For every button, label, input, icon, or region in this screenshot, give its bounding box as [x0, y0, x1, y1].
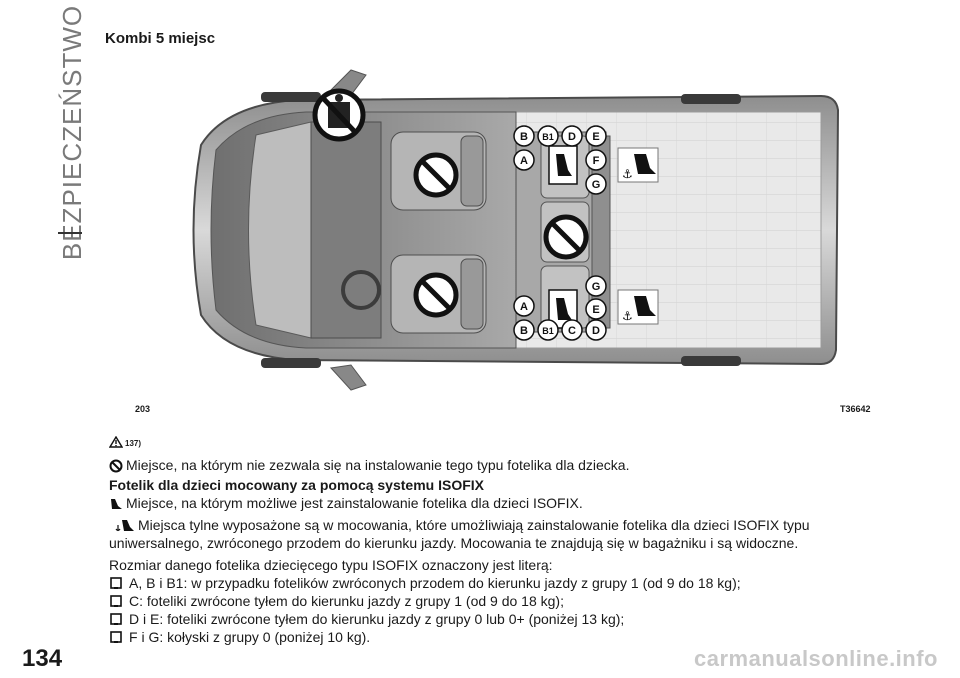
seat-label-badge: A: [513, 149, 535, 171]
isofix-anchor-icon: [115, 520, 134, 532]
isofix-allowed-text: Miejsce, na którym możliwe jest zainstal…: [126, 495, 583, 511]
note-reference: 137): [109, 436, 141, 448]
watermark: carmanualsonline.info: [694, 646, 938, 671]
svg-text:D: D: [568, 131, 576, 143]
list-item: C: foteliki zwrócone tyłem do kierunku j…: [109, 592, 899, 610]
seat-label-badge: B1: [537, 125, 559, 147]
body-text: Miejsce, na którym nie zezwala się na in…: [109, 456, 899, 646]
child-seat-icon: [110, 595, 122, 607]
seat-label-badge: F: [585, 149, 607, 171]
svg-text:C: C: [568, 325, 576, 337]
isofix-seat-icon: [548, 145, 578, 185]
svg-text:B1: B1: [542, 326, 554, 336]
svg-text:A: A: [520, 301, 528, 313]
seat-label-badge: E: [585, 298, 607, 320]
note-reference-label: 137): [125, 439, 142, 448]
child-seat-icon: [110, 631, 122, 643]
list-item: F i G: kołyski z grupy 0 (poniżej 10 kg)…: [109, 628, 899, 646]
svg-text:B: B: [520, 325, 528, 337]
seat-label-badge: A: [513, 295, 535, 317]
airbag-warning-icon: [312, 88, 366, 142]
svg-text:G: G: [592, 281, 601, 293]
no-seat-text: Miejsce, na którym nie zezwala się na in…: [126, 457, 630, 473]
isofix-seat-icon: [111, 499, 122, 509]
svg-text:B: B: [520, 131, 528, 143]
seat-label-badge: G: [585, 173, 607, 195]
size-intro: Rozmiar danego fotelika dziecięcego typu…: [109, 557, 553, 573]
svg-text:⚓: ⚓: [622, 309, 633, 323]
svg-text:D: D: [592, 325, 600, 337]
svg-text:E: E: [592, 304, 599, 316]
list-item-text: D i E: foteliki zwrócone tyłem do kierun…: [129, 611, 625, 627]
svg-text:⚓: ⚓: [622, 167, 633, 181]
no-child-seat-icon: [543, 214, 589, 260]
seat-label-badge: B: [513, 319, 535, 341]
section-title: Kombi 5 miejsc: [105, 30, 216, 47]
list-item: A, B i B1: w przypadku fotelików zwrócon…: [109, 574, 899, 592]
warning-triangle-icon: [109, 436, 123, 448]
list-item-text: A, B i B1: w przypadku fotelików zwrócon…: [129, 575, 741, 591]
list-item: D i E: foteliki zwrócone tyłem do kierun…: [109, 610, 899, 628]
seat-label-badge: G: [585, 275, 607, 297]
isofix-anchor-icon: ⚓: [617, 147, 659, 183]
no-child-seat-icon: [413, 272, 459, 318]
figure-number: 203: [135, 404, 151, 414]
side-tab-label: BEZPIECZEŃSTWO: [57, 4, 88, 261]
side-tab: BEZPIECZEŃSTWO: [58, 5, 88, 260]
seat-label-badge: B1: [537, 319, 559, 341]
seat-label-badge: D: [561, 125, 583, 147]
seat-label-badge: D: [585, 319, 607, 341]
isofix-allowed-paragraph: Miejsce, na którym możliwe jest zainstal…: [109, 494, 899, 512]
no-seat-paragraph: Miejsce, na którym nie zezwala się na in…: [109, 456, 899, 474]
no-child-seat-icon: [109, 459, 123, 473]
page-number: 134: [22, 645, 63, 672]
svg-text:F: F: [593, 155, 600, 167]
svg-text:B1: B1: [542, 132, 554, 142]
svg-text:A: A: [520, 155, 528, 167]
svg-text:E: E: [592, 131, 599, 143]
side-tab-rule: [58, 232, 82, 234]
list-item-text: F i G: kołyski z grupy 0 (poniżej 10 kg)…: [129, 629, 371, 645]
isofix-anchor-icon: ⚓: [617, 289, 659, 325]
seat-label-badge: E: [585, 125, 607, 147]
child-seat-icon: [110, 613, 122, 625]
seat-label-badge: B: [513, 125, 535, 147]
seat-label-badge: C: [561, 319, 583, 341]
van-seating-figure: ⚓ ⚓ B B1 D E A F G G A E B B1 C D: [106, 50, 884, 418]
list-item-text: C: foteliki zwrócone tyłem do kierunku j…: [129, 593, 564, 609]
child-seat-icon: [110, 577, 122, 589]
anchor-text-line-1: Miejsca tylne wyposażone są w mocowania,…: [138, 517, 810, 533]
no-child-seat-icon: [413, 152, 459, 198]
anchor-text-line-2: uniwersalnego, zwróconego przodem do kie…: [109, 535, 799, 551]
svg-text:G: G: [592, 179, 601, 191]
van-top-view-illustration: ⚓ ⚓ B B1 D E A F G G A E B B1 C D: [192, 69, 840, 391]
isofix-heading: Fotelik dla dzieci mocowany za pomocą sy…: [109, 477, 484, 493]
anchor-paragraph: Miejsca tylne wyposażone są w mocowania,…: [109, 516, 899, 552]
figure-code: T36642: [840, 404, 871, 414]
